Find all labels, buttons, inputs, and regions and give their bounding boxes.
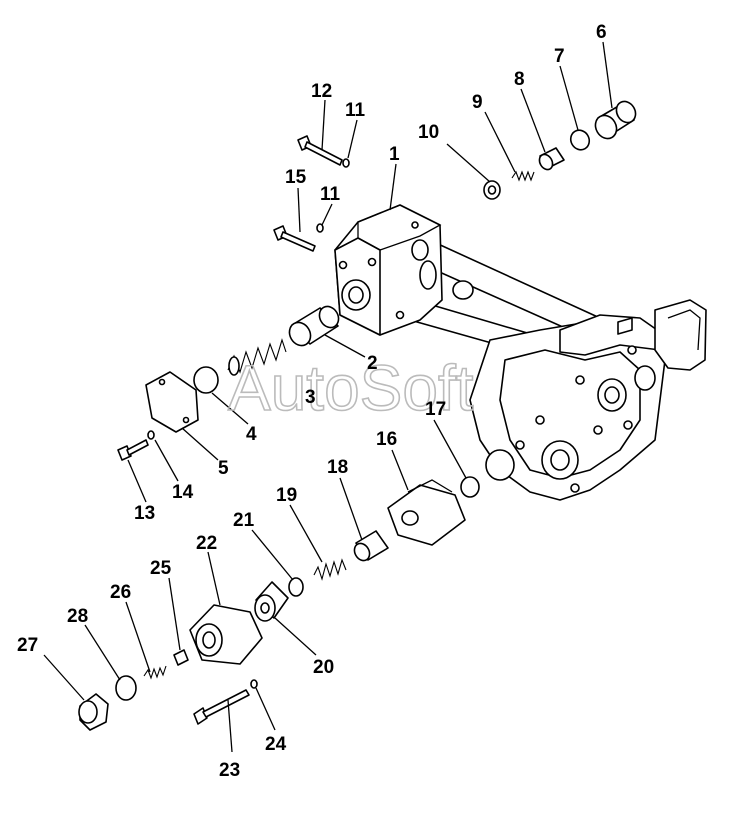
callout-28: 28 — [67, 606, 88, 627]
callout-labels: 1 2 3 4 5 6 7 8 9 10 11 11 12 13 14 15 1… — [17, 22, 607, 781]
part-5-cover — [145, 371, 199, 433]
callout-17: 17 — [425, 399, 446, 420]
part-4-o-ring — [193, 366, 219, 394]
callout-2: 2 — [367, 353, 378, 374]
callout-11-upper: 11 — [345, 100, 366, 121]
part-9-spring — [511, 170, 535, 182]
part-28-o-ring — [115, 675, 137, 701]
part-20-piston — [254, 581, 289, 622]
callout-9: 9 — [472, 92, 483, 113]
callout-10: 10 — [418, 122, 439, 143]
part-2-spool — [288, 305, 340, 347]
callout-18: 18 — [327, 457, 348, 478]
callout-8: 8 — [514, 69, 525, 90]
leader-lines — [43, 41, 613, 753]
part-21-o-ring — [288, 577, 304, 597]
callout-23: 23 — [219, 760, 240, 781]
part-24-washer — [250, 679, 258, 689]
callout-6: 6 — [596, 22, 607, 43]
part-6-sleeve — [594, 100, 637, 140]
callout-26: 26 — [110, 582, 131, 603]
part-7-o-ring — [569, 129, 591, 151]
part-13-bolt — [117, 439, 149, 461]
callout-21: 21 — [233, 510, 255, 531]
callout-20: 20 — [313, 657, 334, 678]
callout-11-lower: 11 — [320, 184, 341, 205]
part-8-plug — [538, 147, 565, 171]
part-16-housing — [387, 479, 466, 546]
callout-12: 12 — [311, 81, 332, 102]
callout-7: 7 — [554, 46, 565, 67]
part-23-bolt — [193, 689, 250, 725]
part-22-body — [189, 604, 263, 665]
callout-25: 25 — [150, 558, 172, 579]
callout-16: 16 — [376, 429, 397, 450]
part-18-spool — [353, 530, 389, 562]
callout-15: 15 — [285, 167, 307, 188]
part-1-valve-body — [334, 204, 474, 336]
part-3-spring — [227, 338, 287, 376]
callout-3: 3 — [305, 387, 316, 408]
part-15-bolt — [273, 225, 316, 252]
callout-27: 27 — [17, 635, 38, 656]
part-10-seat — [483, 180, 501, 200]
watermark-text: AutoSoft — [228, 352, 474, 424]
part-12-bolt — [297, 135, 343, 166]
callout-4: 4 — [246, 424, 257, 445]
part-11-washer-lower — [316, 223, 324, 233]
part-19-spring — [313, 558, 347, 581]
callout-13: 13 — [134, 503, 155, 524]
part-17-o-ring — [460, 476, 480, 498]
part-11-washer-upper — [342, 158, 350, 168]
callout-19: 19 — [276, 485, 297, 506]
part-26-spring — [143, 665, 167, 680]
part-27-plug — [78, 693, 109, 731]
part-14-washer — [147, 430, 155, 440]
part-25-valve — [173, 649, 189, 666]
main-valve-assembly — [409, 237, 707, 501]
callout-1: 1 — [389, 144, 400, 165]
callout-14: 14 — [172, 482, 194, 503]
callout-24: 24 — [265, 734, 287, 755]
callout-22: 22 — [196, 533, 217, 554]
callout-5: 5 — [218, 458, 229, 479]
